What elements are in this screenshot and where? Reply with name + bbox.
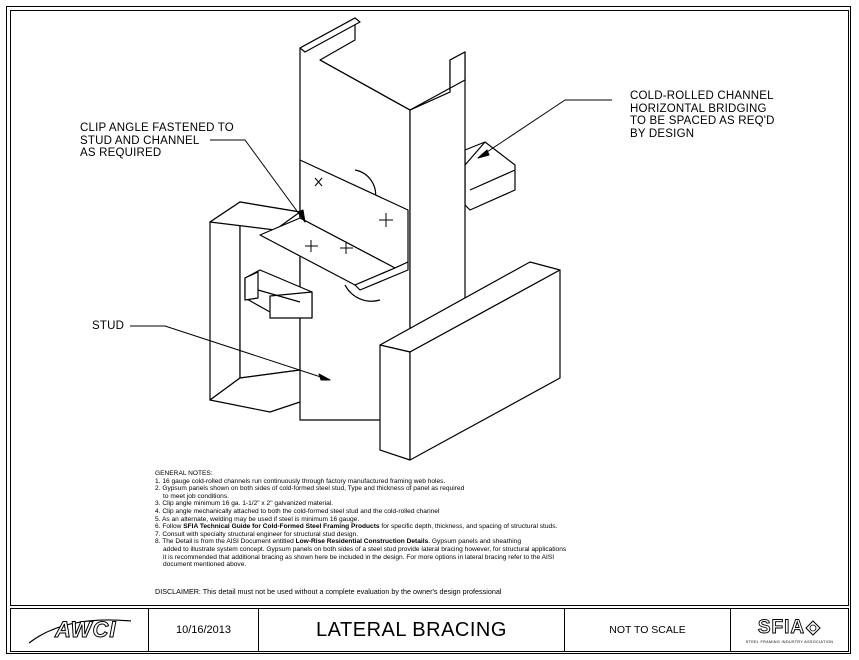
note-7: 7. Consult with specialty structural eng…: [155, 530, 359, 538]
channel-near-side: [244, 269, 313, 319]
leader-lines: [130, 99, 612, 381]
note-8-cont: added to illustrate system concept. Gyps…: [163, 545, 567, 553]
callout-line: HORIZONTAL BRIDGING: [630, 102, 767, 115]
note-8-cont: it is recommended that additional bracin…: [163, 553, 555, 561]
note-3: 3. Clip angle minimum 16 ga. 1-1/2" x 2"…: [155, 500, 334, 508]
note-2-cont: to meet job conditions.: [163, 492, 229, 500]
callout-line: BY DESIGN: [630, 127, 695, 140]
note-2: 2. Gypsum panels shown on both sides of …: [155, 485, 465, 493]
note-5: 5. As an alternate, welding may be used …: [155, 515, 360, 523]
note-8-cont: document mentioned above.: [163, 561, 247, 569]
stud-callout: STUD: [92, 320, 125, 332]
drawing-title: LATERAL BRACING: [259, 609, 565, 651]
callout-line: TO BE SPACED AS REQ'D: [630, 115, 775, 127]
front-gypsum-panel: [379, 261, 561, 461]
clip-angle: [259, 159, 409, 291]
note-1: 1. 16 gauge cold-rolled channels run con…: [155, 477, 446, 485]
callout-line: AS REQUIRED: [80, 147, 162, 159]
sheet-border: [6, 6, 851, 654]
drawing-area: [10, 10, 849, 606]
awci-logo: AWCI: [11, 609, 149, 651]
channel-far-side: [464, 141, 516, 211]
note-6: 6. Follow SFIA Technical Guide for Cold-…: [155, 523, 558, 531]
callout-line: STUD AND CHANNEL: [80, 134, 200, 147]
title-block: AWCI 10/16/2013 LATERAL BRACING NOT TO S…: [10, 608, 849, 652]
callout-line: CLIP ANGLE FASTENED TO: [80, 122, 234, 134]
disclaimer: DISCLAIMER: This detail must not be used…: [155, 587, 502, 596]
callout-line: COLD-ROLLED CHANNEL: [630, 90, 774, 102]
clip-angle-callout: CLIP ANGLE FASTENED TO STUD AND CHANNEL …: [80, 122, 234, 160]
sfia-logo: SFIA STEEL FRAMING INDUSTRY ASSOCIATION: [745, 616, 834, 644]
note-4: 4. Clip angle mechanically attached to b…: [155, 507, 440, 515]
channel-callout: COLD-ROLLED CHANNEL HORIZONTAL BRIDGING …: [630, 90, 775, 140]
awci-swoosh-icon: [28, 619, 131, 644]
scale: NOT TO SCALE: [565, 609, 731, 651]
general-notes: GENERAL NOTES: 1. 16 gauge cold-rolled c…: [155, 470, 567, 569]
date: 10/16/2013: [149, 609, 259, 651]
note-8: 8. The Detail is from the AISI Document …: [155, 538, 522, 546]
sfia-emblem-icon: [805, 619, 821, 636]
notes-heading: GENERAL NOTES:: [155, 470, 213, 477]
